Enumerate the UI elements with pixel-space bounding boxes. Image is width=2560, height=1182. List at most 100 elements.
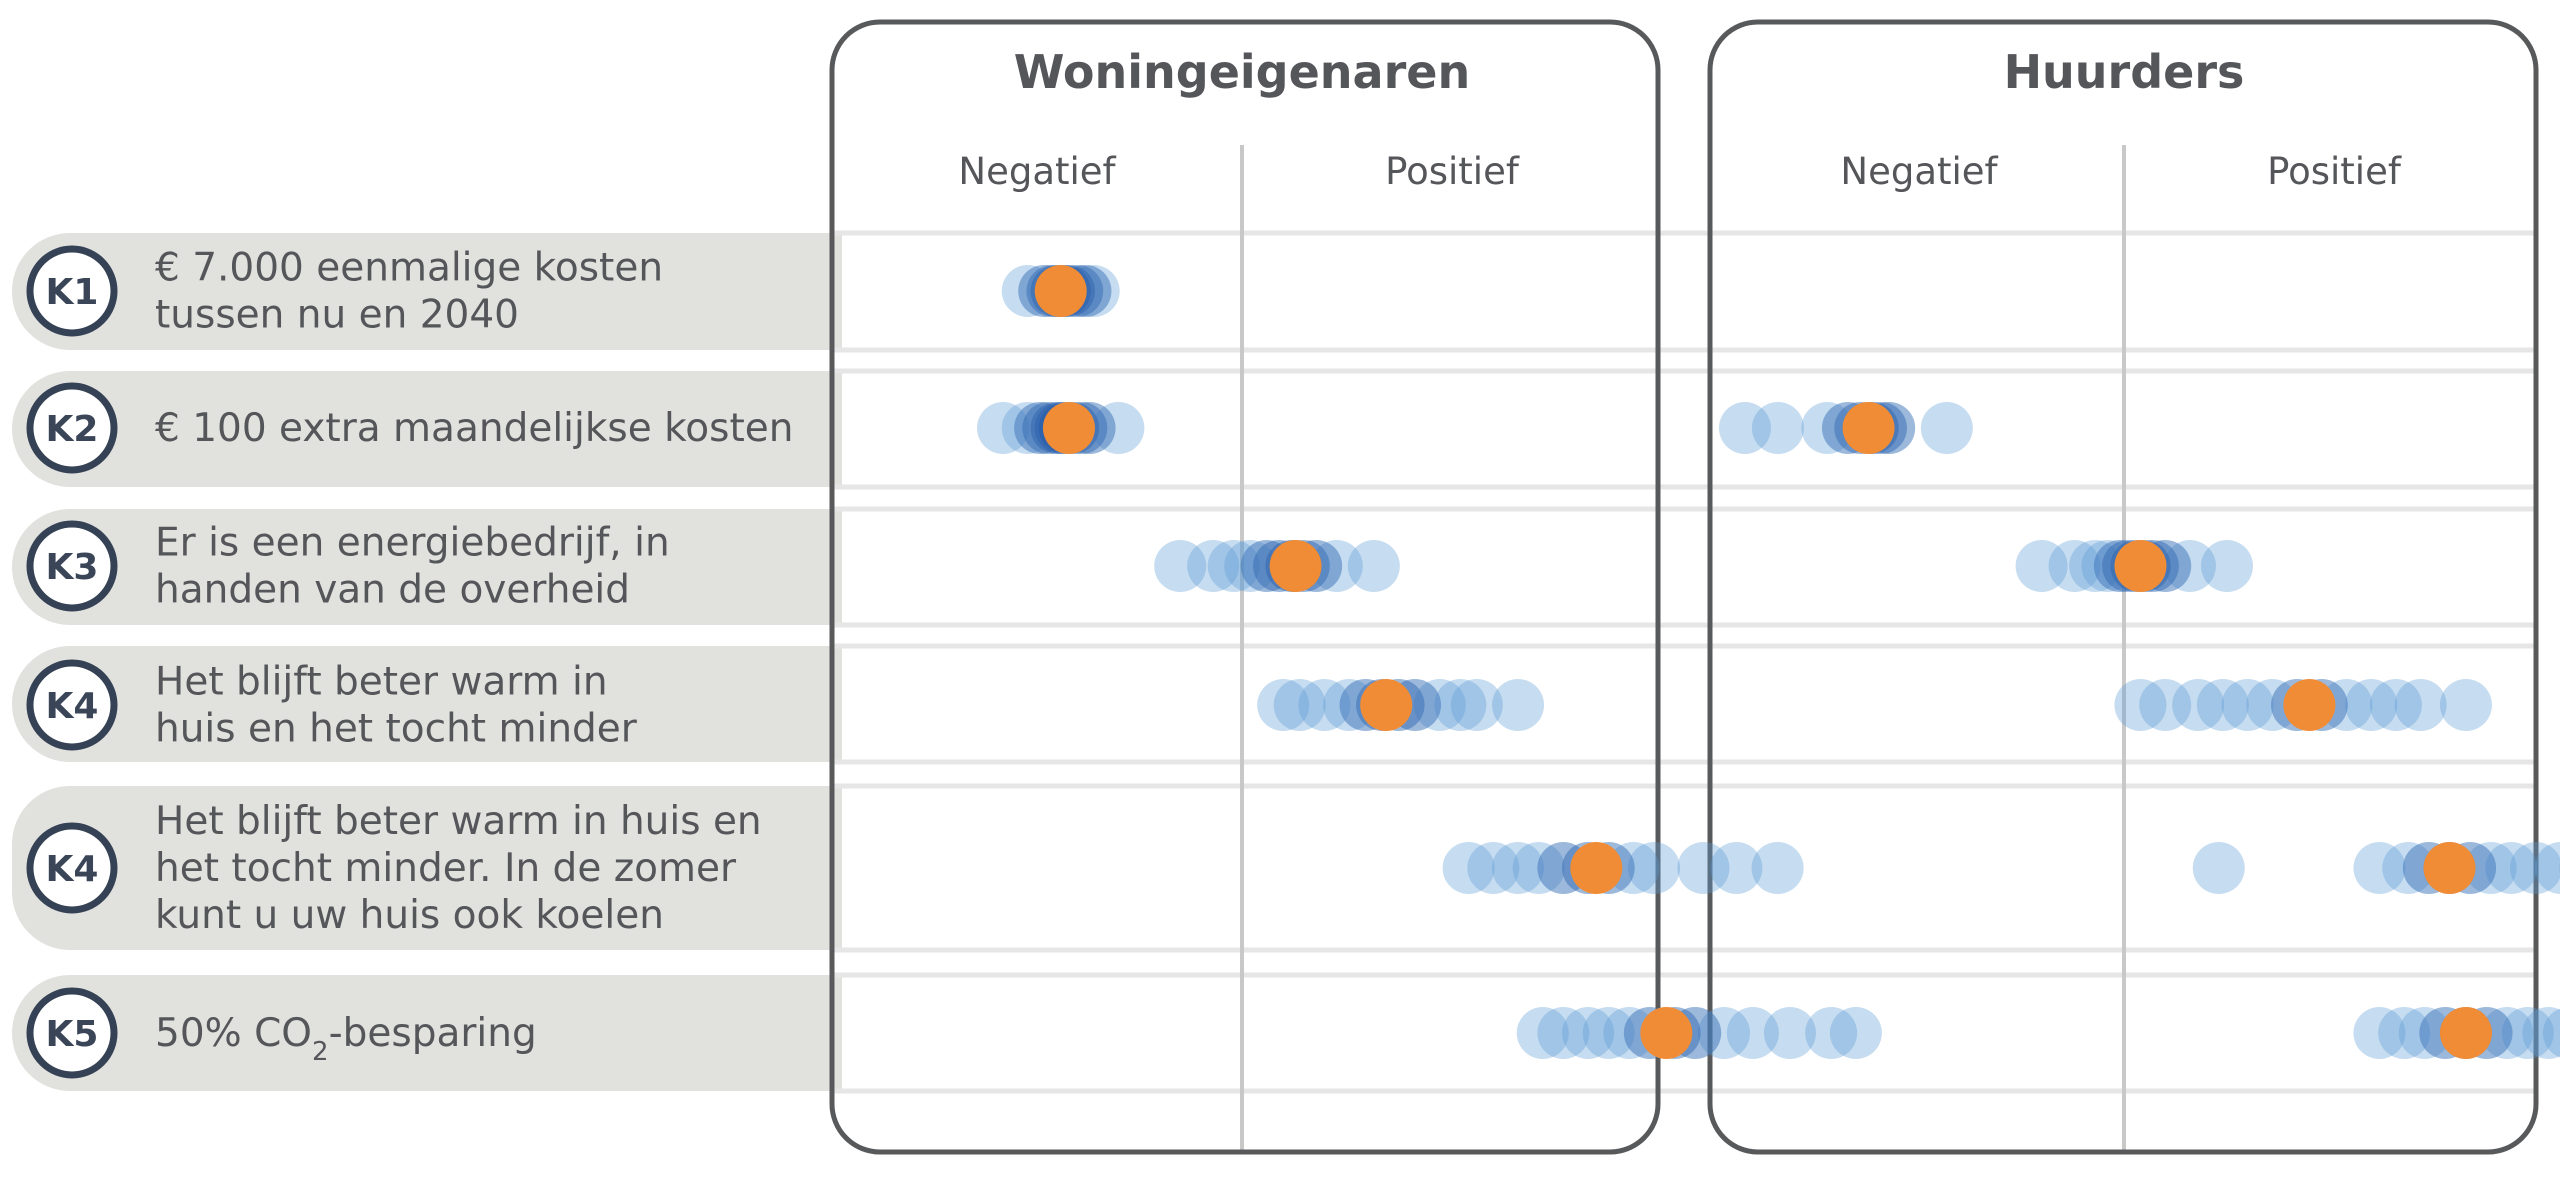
mean-point [1360, 679, 1413, 731]
respondent-point [2246, 679, 2299, 731]
panel-title: Woningeigenaren [1014, 45, 1470, 99]
mean-point [2283, 679, 2336, 731]
respondent-point [2439, 679, 2492, 731]
row-grid-lines [832, 230, 2536, 1094]
row-band-end [700, 509, 842, 625]
row-badge [26, 520, 118, 612]
respondent-point [1801, 402, 1854, 454]
respondent-point [2485, 842, 2538, 894]
panel-frame [829, 19, 1661, 1155]
row-badge [26, 245, 118, 337]
row-code: K4 [46, 686, 99, 727]
respondent-point [2394, 679, 2447, 731]
row-band [12, 975, 842, 1091]
respondent-point [1920, 402, 1973, 454]
row-band [12, 786, 842, 950]
row-label-bands [12, 233, 842, 1091]
respondent-point [1187, 540, 1240, 592]
respondent-point [1207, 540, 1260, 592]
respondent-point [2320, 679, 2373, 731]
respondent-point [1154, 540, 1207, 592]
respondent-point [1603, 1007, 1656, 1059]
row-label-line: kunt u uw huis ook koelen [155, 893, 664, 938]
respondent-point [1001, 402, 1054, 454]
respondent-point [2172, 679, 2225, 731]
panel-title: Huurders [2004, 45, 2245, 99]
respondent-point [2048, 540, 2101, 592]
row-label-line: 50% CO [155, 1011, 312, 1056]
respondent-point [1562, 1007, 1615, 1059]
respondent-point [1347, 540, 1400, 592]
respondent-point [2369, 679, 2422, 731]
mean-point [1842, 402, 1895, 454]
respondent-point [2510, 842, 2560, 894]
row-label-line: het tocht minder. In de zomer [155, 846, 737, 891]
respondent-point [1512, 842, 1565, 894]
row-band-end [700, 786, 842, 950]
row-label-line: Het blijft beter warm in [155, 660, 608, 705]
respondent-point [1310, 540, 1363, 592]
respondent-point [2114, 679, 2167, 731]
row-label-line: Het blijft beter warm in huis en [155, 799, 762, 844]
respondent-point [977, 402, 1030, 454]
negative-label: Negatief [1840, 150, 1998, 193]
respondent-point [1718, 402, 1771, 454]
respondent-point [1224, 540, 1277, 592]
respondent-point [1751, 842, 1804, 894]
positive-label: Positief [1385, 150, 1520, 193]
positive-label: Positief [2267, 150, 2402, 193]
respondent-point [1442, 842, 1495, 894]
respondent-point [2378, 1007, 2431, 1059]
respondent-point [2201, 540, 2253, 592]
respondent-point [2015, 540, 2068, 592]
respondent-point [2139, 679, 2192, 731]
respondent-point [1450, 679, 1503, 731]
respondent-point [1582, 1007, 1635, 1059]
respondent-point [2192, 842, 2245, 894]
respondent-point [2353, 1007, 2406, 1059]
respondent-point [2534, 842, 2560, 894]
mean-point [1269, 540, 1322, 592]
row-label-line: € 7.000 eenmalige kosten [155, 246, 663, 291]
respondent-point [1805, 1007, 1858, 1059]
mean-point [1034, 265, 1087, 317]
row-band [12, 371, 842, 487]
row-label-line: € 100 extra maandelijkse kosten [155, 406, 794, 451]
respondent-point [2398, 1007, 2451, 1059]
respondent-point [1751, 402, 1804, 454]
respondent-point [2163, 540, 2216, 592]
row-label-line: tussen nu en 2040 [155, 293, 519, 338]
mean-point [1570, 842, 1623, 894]
respondent-point [2196, 679, 2249, 731]
respondent-point [1677, 842, 1730, 894]
row-band [12, 646, 842, 762]
respondent-point [2382, 842, 2435, 894]
mean-point [2114, 540, 2167, 592]
row-label-line: huis en het tocht minder [155, 707, 638, 752]
row-code: K2 [46, 409, 99, 450]
row-label-line: -besparing [329, 1011, 537, 1056]
row-code: K5 [46, 1014, 99, 1055]
mean-point [1042, 402, 1095, 454]
panel-frame [1707, 19, 2539, 1155]
respondent-point [1710, 842, 1763, 894]
respondent-point [1628, 842, 1680, 894]
row-band [12, 233, 842, 350]
negative-label: Negatief [958, 150, 1116, 193]
row-code: K4 [46, 849, 99, 890]
mean-point [1640, 1007, 1693, 1059]
mean-point [2439, 1007, 2492, 1059]
respondent-point [1537, 1007, 1590, 1059]
respondent-point [2464, 842, 2517, 894]
row-label-subscript: 2 [312, 1037, 329, 1067]
row-band [12, 509, 842, 625]
respondent-point [2501, 1007, 2554, 1059]
respondent-point [1829, 1007, 1882, 1059]
respondent-point [2353, 842, 2406, 894]
row-label-line: Er is een energiebedrijf, in [155, 521, 670, 566]
respondent-point [1492, 842, 1545, 894]
row-band-end [700, 646, 842, 762]
